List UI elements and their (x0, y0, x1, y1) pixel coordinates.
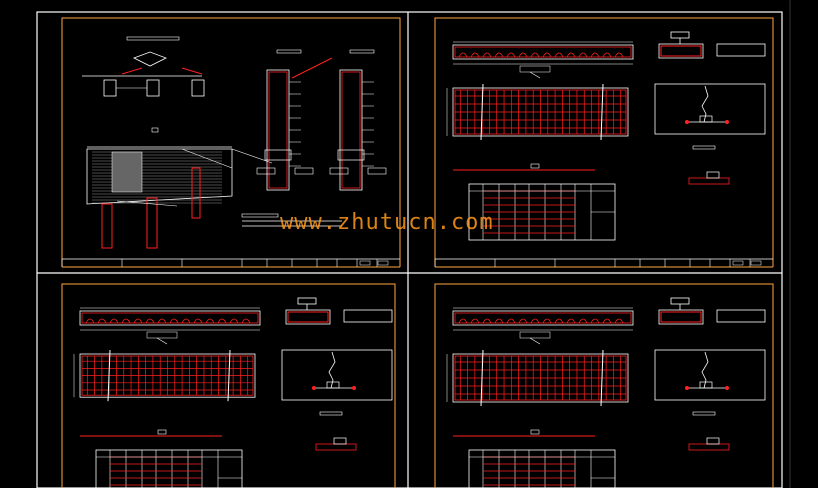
title-block (434, 258, 773, 267)
beam-section-views (658, 31, 766, 59)
sheet-border (434, 283, 774, 488)
crack-detail (654, 349, 766, 416)
sheet-border (434, 17, 774, 267)
slab-rebar-mesh (73, 349, 256, 402)
beam-elevation (79, 307, 261, 345)
outer-frame (36, 11, 783, 488)
watermark-text: www.zhutucn.com (280, 210, 494, 235)
wall-section-detail (86, 127, 273, 249)
title-block (61, 258, 400, 267)
rebar-schedule-table (468, 449, 616, 488)
drawing-frame (36, 0, 791, 488)
small-rebar-detail (688, 443, 730, 451)
sheet-border (61, 17, 401, 267)
slab-rebar-mesh (446, 349, 629, 407)
small-rebar-detail (315, 443, 357, 451)
sheet-1 (61, 17, 401, 268)
column-details (256, 49, 387, 191)
sheet-3 (61, 283, 396, 488)
crack-detail (281, 349, 393, 416)
general-notes (241, 213, 342, 227)
beam-elevation (452, 307, 634, 345)
rebar-schedule-table (95, 449, 243, 488)
small-rebar-detail (688, 177, 730, 185)
beam-section-views (285, 297, 393, 325)
anchor-detail (82, 36, 205, 97)
sheet-border (61, 283, 396, 488)
rebar-schedule-table (468, 183, 616, 241)
slab-rebar-mesh (446, 83, 629, 141)
crack-detail (654, 83, 766, 150)
sheet-2 (434, 17, 774, 268)
sheet-4 (434, 283, 774, 488)
beam-elevation (452, 41, 634, 79)
beam-section-views (658, 297, 766, 325)
